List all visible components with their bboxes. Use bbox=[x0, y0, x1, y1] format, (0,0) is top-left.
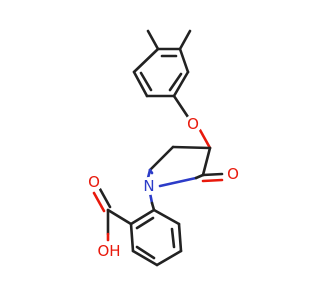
bond-ring2-7 bbox=[146, 168, 152, 180]
bond-ring3-inner-a bbox=[170, 227, 176, 249]
bond-ring1-5 bbox=[132, 70, 149, 98]
hydroxyl-label: OH bbox=[97, 242, 120, 260]
bond-acid-co-a bbox=[98, 187, 112, 209]
bond-ring1-2 bbox=[178, 47, 190, 74]
bond-ring2-1 bbox=[171, 145, 212, 150]
bond-lactam-co-b bbox=[201, 178, 224, 183]
bond-ring3-inner-b bbox=[135, 245, 156, 260]
bond-ether-carbon bbox=[198, 128, 212, 150]
bond-ring2-2 bbox=[148, 145, 175, 172]
bond-methyl-b bbox=[178, 29, 192, 51]
bond-ring3-2 bbox=[177, 222, 183, 253]
bond-acid-co-b bbox=[92, 191, 106, 213]
molecule-canvas: O O N O OH bbox=[85, 29, 242, 267]
carbonyl-oxygen-bg bbox=[224, 165, 242, 183]
ring-nitrogen-bg bbox=[140, 177, 158, 195]
bond-ring2-5 bbox=[158, 176, 198, 188]
bond-ring3-6 bbox=[129, 208, 156, 226]
carbonyl-oxygen-label: O bbox=[227, 165, 239, 183]
bond-ring3-1 bbox=[152, 208, 181, 226]
acid-carbonyl-oxygen-bg bbox=[85, 173, 103, 191]
bond-ring2-4 bbox=[201, 146, 212, 177]
bond-ring3-5 bbox=[129, 222, 135, 253]
ring-nitrogen-label: N bbox=[143, 177, 154, 195]
bond-acid-c bbox=[106, 208, 133, 226]
bond-ring1-inner-b bbox=[168, 72, 183, 92]
bond-lactam-co-a bbox=[201, 172, 224, 177]
bond-aryl-ether bbox=[172, 94, 192, 122]
bond-ring3-4 bbox=[131, 249, 159, 267]
structure-diagram: O O N O OH bbox=[85, 29, 242, 267]
bond-ring1-3 bbox=[172, 70, 190, 98]
bond-methyl-a bbox=[146, 29, 160, 51]
hydroxyl-bg bbox=[94, 242, 124, 260]
bond-ring1-6 bbox=[132, 47, 160, 74]
ether-oxygen-label: O bbox=[187, 115, 199, 133]
bond-ring3-inner-c bbox=[135, 216, 155, 230]
bond-ring3-3 bbox=[155, 249, 183, 267]
acid-carbonyl-oxygen-label: O bbox=[88, 173, 100, 191]
ether-oxygen-bg bbox=[184, 115, 202, 133]
bond-ring1-inner-c bbox=[139, 71, 153, 92]
